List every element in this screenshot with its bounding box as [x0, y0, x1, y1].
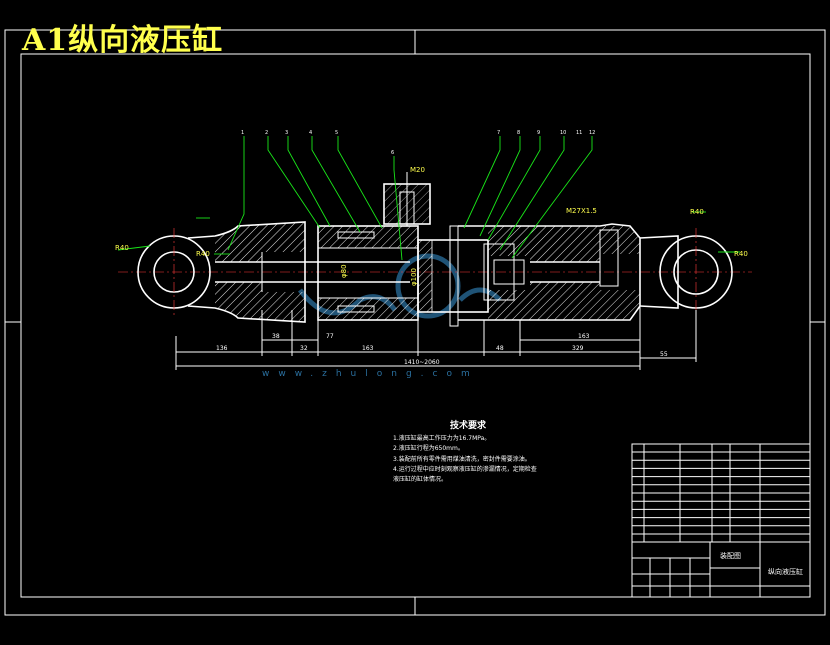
dim-port-top: M20 — [410, 166, 425, 174]
piston-rod — [215, 246, 410, 298]
rod-eye-left — [137, 221, 306, 323]
dim-bore-mid: φ100 — [410, 268, 418, 286]
piston — [417, 225, 525, 327]
balloon-6: 6 — [391, 150, 394, 156]
tech-req-heading: 技术要求 — [450, 419, 487, 431]
balloon-12: 12 — [589, 130, 595, 136]
drawing-title: A1纵向液压缸 — [22, 23, 224, 58]
technical-requirements: 技术要求 1.液压缸最高工作压力为16.7MPa。 2.液压缸行程为650mm。… — [393, 419, 537, 483]
balloon-10: 10 — [560, 130, 566, 136]
watermark-text: www.zhulong.com — [262, 369, 479, 379]
tech-req-4: 4.运行过程中应时刻观察液压缸的渗漏情况，定期检查 — [393, 465, 537, 473]
dim-pin-left-inner: R40 — [196, 250, 210, 258]
balloon-5: 5 — [335, 130, 338, 136]
center-marks — [5, 30, 825, 615]
outer-frame — [4, 29, 826, 616]
dim-pin-left: R40 — [115, 244, 129, 252]
balloon-labels: 1 2 3 4 5 6 7 8 9 10 11 12 — [241, 130, 595, 156]
dim-163: 163 — [362, 345, 374, 352]
part-leaders — [117, 136, 740, 261]
balloon-2: 2 — [265, 130, 268, 136]
dim-38: 38 — [272, 333, 280, 340]
cylinder-bottom — [458, 223, 641, 321]
dim-55: 55 — [660, 351, 668, 358]
dim-163-right: 163 — [578, 333, 590, 340]
dim-136: 136 — [216, 345, 228, 352]
dim-port-right: M27X1.5 — [566, 207, 597, 215]
oil-port-block — [383, 172, 431, 226]
inner-frame — [20, 53, 811, 598]
dimension-values: 136 38 32 77 163 48 329 163 55 1410~2060 — [216, 333, 668, 366]
dim-48: 48 — [496, 345, 504, 352]
balloon-11: 11 — [576, 130, 582, 136]
assembly-drawing-label: 装配图 — [720, 551, 741, 560]
dim-pin-right: R40 — [734, 250, 748, 258]
drawing-name: 纵向液压缸 — [768, 567, 803, 576]
rod-eye-right — [639, 228, 733, 318]
dim-overall: 1410~2060 — [404, 359, 440, 366]
balloon-7: 7 — [497, 130, 500, 136]
balloon-9: 9 — [537, 130, 540, 136]
dim-329: 329 — [572, 345, 584, 352]
dim-pin-right-inner: R40 — [690, 208, 704, 216]
tech-req-5: 液压缸的缸体情况。 — [393, 475, 447, 483]
dim-bore-left: φ80 — [340, 264, 348, 278]
balloon-8: 8 — [517, 130, 520, 136]
title-block: 装配图 纵向液压缸 — [631, 541, 811, 598]
parts-list-table — [631, 443, 811, 543]
balloon-1: 1 — [241, 130, 244, 136]
balloon-3: 3 — [285, 130, 288, 136]
tech-req-2: 2.液压缸行程为650mm。 — [393, 444, 464, 452]
dim-32: 32 — [300, 345, 308, 352]
balloon-4: 4 — [309, 130, 312, 136]
tech-req-3: 3.装配前所有零件需用煤油清洗，密封件需要涂油。 — [393, 455, 531, 463]
dimension-lines — [175, 306, 697, 370]
dim-77: 77 — [326, 333, 334, 340]
dimension-annotations: R40 R40 R40 R40 M20 M27X1.5 φ80 φ100 — [115, 166, 748, 286]
tech-req-1: 1.液压缸最高工作压力为16.7MPa。 — [393, 434, 490, 442]
cylinder-head — [317, 225, 419, 321]
